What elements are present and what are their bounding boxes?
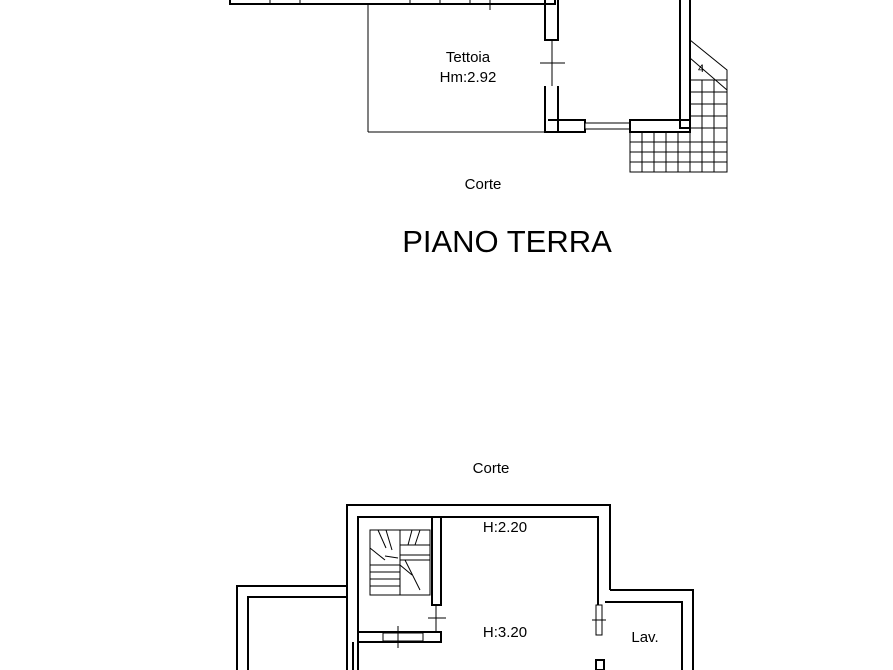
first-floor-interior-stair: [369, 529, 431, 596]
court-label-top: Corte: [465, 176, 502, 193]
court-label-bottom: Corte: [473, 460, 510, 477]
floor-title: PIANO TERRA: [402, 224, 612, 259]
ground-right-room-walls: [540, 0, 691, 133]
lav-room-label: Lav.: [631, 629, 658, 646]
tettoia-outline: [367, 4, 548, 133]
ground-floor-plan: 4 Tettoia Hm:2.92 Corte PIANO TERRA: [229, 0, 728, 259]
first-floor-plan: Corte: [236, 460, 694, 670]
ground-external-stair: 4: [629, 39, 728, 173]
first-floor-interior-walls: [352, 517, 606, 670]
first-floor-outer-walls: [236, 504, 694, 670]
height-label-upper: H:2.20: [483, 519, 527, 536]
tettoia-label: Tettoia: [446, 49, 491, 66]
tettoia-height: Hm:2.92: [440, 69, 497, 86]
height-label-lower: H:3.20: [483, 624, 527, 641]
stair-step-number: 4: [698, 63, 704, 75]
ground-top-wall: [229, 0, 556, 10]
